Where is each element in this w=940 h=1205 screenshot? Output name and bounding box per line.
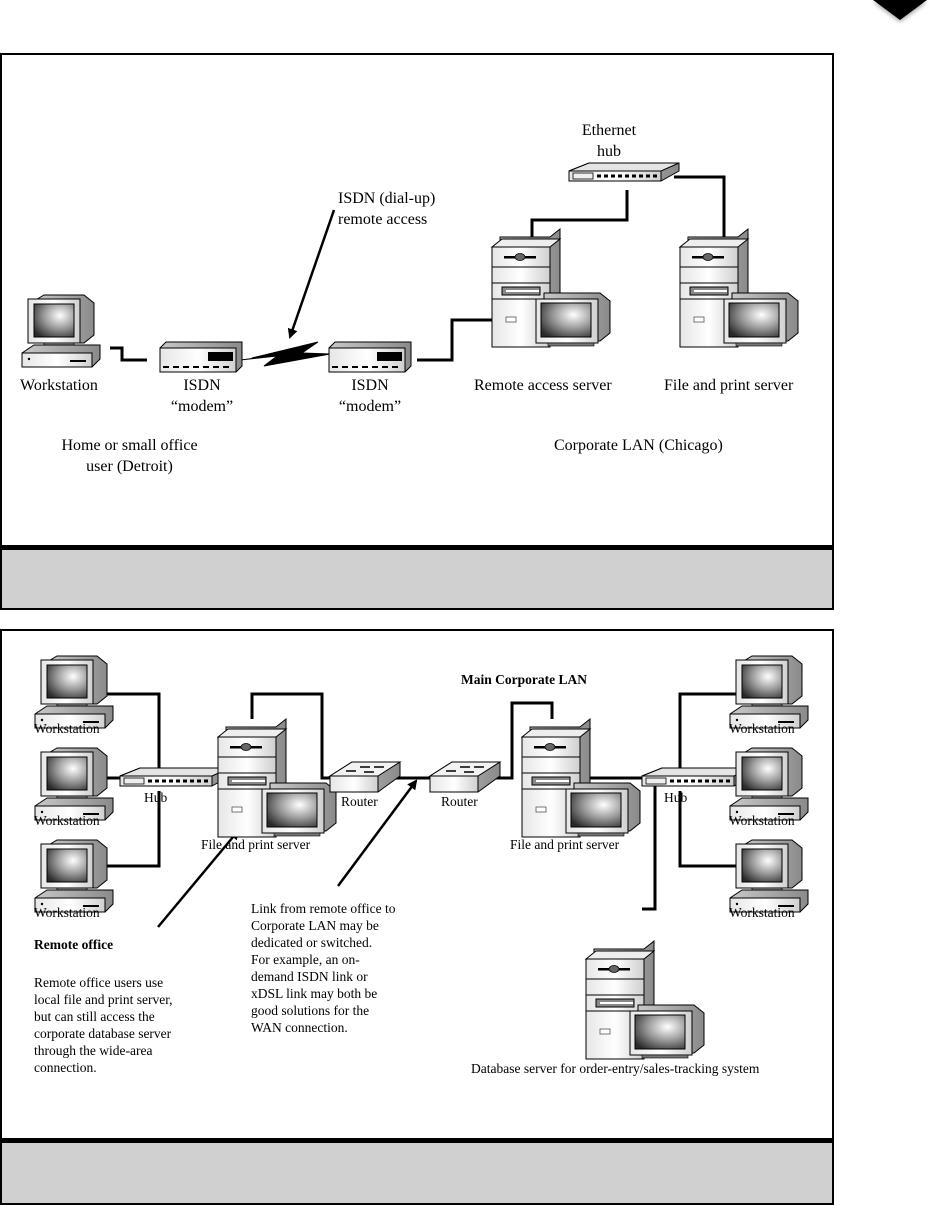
cable-router-server-right	[490, 701, 554, 780]
right-workstation-label: Workstation	[729, 905, 795, 920]
remote-access-server-label: Remote access server	[474, 377, 612, 394]
cable-left-ws1	[102, 692, 161, 773]
annotation-arrow-remote	[157, 829, 240, 928]
workstation-icon	[34, 655, 114, 729]
modem-left-label-line1: ISDN	[183, 377, 221, 394]
modem-right-label-line2: “modem”	[338, 398, 402, 415]
ethernet-hub-icon	[567, 161, 681, 183]
left-workstation-label: Workstation	[34, 721, 100, 736]
right-server-label: File and print server	[510, 837, 620, 852]
isdn-annotation-line1: ISDN (dial-up)	[338, 190, 436, 207]
modem-right-label: ISDN “modem”	[330, 375, 410, 417]
home-office-label-line2: user (Detroit)	[86, 458, 173, 475]
remote-office-note: Remote office users use local file and p…	[34, 975, 173, 1075]
left-workstation-label: Workstation	[34, 905, 100, 920]
router-icon	[329, 761, 401, 793]
workstation-icon	[729, 839, 809, 913]
cable-hub-database	[642, 783, 657, 911]
router-right-label: Router	[441, 794, 478, 809]
down-triangle-icon	[873, 0, 927, 20]
cable-modem-ras	[417, 318, 492, 362]
database-server-label: Database server for order-entry/sales-tr…	[471, 1061, 760, 1076]
ethernet-hub-label-line2: hub	[597, 143, 621, 160]
figure-caption-bar	[2, 1138, 832, 1203]
cable-server-router-left	[250, 692, 332, 780]
wan-link-note: Link from remote office to Corporate LAN…	[251, 901, 396, 1035]
cable-right-ws3	[678, 791, 737, 868]
ethernet-hub-label-line1: Ethernet	[581, 122, 637, 139]
figure-isdn-remote-access: Workstation ISDN “modem” ISDN “modem” Re…	[0, 53, 834, 610]
main-corporate-lan-title: Main Corporate LAN	[461, 672, 587, 687]
workstation-icon	[34, 747, 114, 821]
file-print-server-label: File and print server	[664, 377, 794, 394]
corporate-lan-label: Corporate LAN (Chicago)	[554, 437, 723, 454]
remote-access-server-icon	[491, 228, 611, 348]
left-server-label: File and print server	[201, 837, 311, 852]
home-office-label: Home or small office user (Detroit)	[47, 435, 212, 477]
isdn-modem-icon	[159, 341, 243, 373]
diagram-canvas	[34, 655, 809, 1060]
figure-caption-bar	[2, 545, 832, 608]
hub-icon	[118, 766, 232, 788]
cable-hub-ras	[530, 190, 629, 237]
workstation-icon	[729, 747, 809, 821]
figure-remote-office-wan: Main Corporate LAN Workstation Workstati…	[0, 629, 834, 1205]
right-workstation-label: Workstation	[729, 721, 795, 736]
workstation-label: Workstation	[20, 377, 98, 394]
left-hub-label: Hub	[144, 790, 168, 805]
file-print-server-icon	[217, 718, 337, 838]
remote-office-title: Remote office	[34, 937, 114, 952]
workstation-icon	[21, 294, 101, 368]
left-workstation-label: Workstation	[34, 813, 100, 828]
cable-right-ws1	[678, 692, 737, 773]
router-icon	[429, 761, 501, 793]
right-hub-label: Hub	[664, 790, 688, 805]
workstation-icon	[34, 839, 114, 913]
router-left-label: Router	[341, 794, 378, 809]
isdn-lightning-link	[239, 341, 331, 367]
isdn-modem-icon	[328, 341, 412, 373]
cable-left-ws3	[102, 791, 161, 868]
isdn-annotation: ISDN (dial-up) remote access	[338, 188, 435, 230]
cable-hub-fps	[674, 175, 726, 237]
home-office-label-line1: Home or small office	[61, 437, 198, 454]
annotation-arrow-link	[336, 779, 418, 887]
file-print-server-icon	[679, 228, 799, 348]
modem-right-label-line1: ISDN	[351, 377, 389, 394]
isdn-annotation-line2: remote access	[338, 211, 428, 228]
ethernet-hub-label: Ethernet hub	[574, 120, 644, 162]
annotation-arrow	[287, 209, 336, 339]
right-workstation-label: Workstation	[729, 813, 795, 828]
database-server-icon	[585, 940, 705, 1060]
diagram-canvas	[21, 161, 799, 373]
workstation-icon	[729, 655, 809, 729]
modem-left-label: ISDN “modem”	[162, 375, 242, 417]
modem-left-label-line2: “modem”	[170, 398, 234, 415]
cable-workstation-modem	[110, 346, 147, 362]
